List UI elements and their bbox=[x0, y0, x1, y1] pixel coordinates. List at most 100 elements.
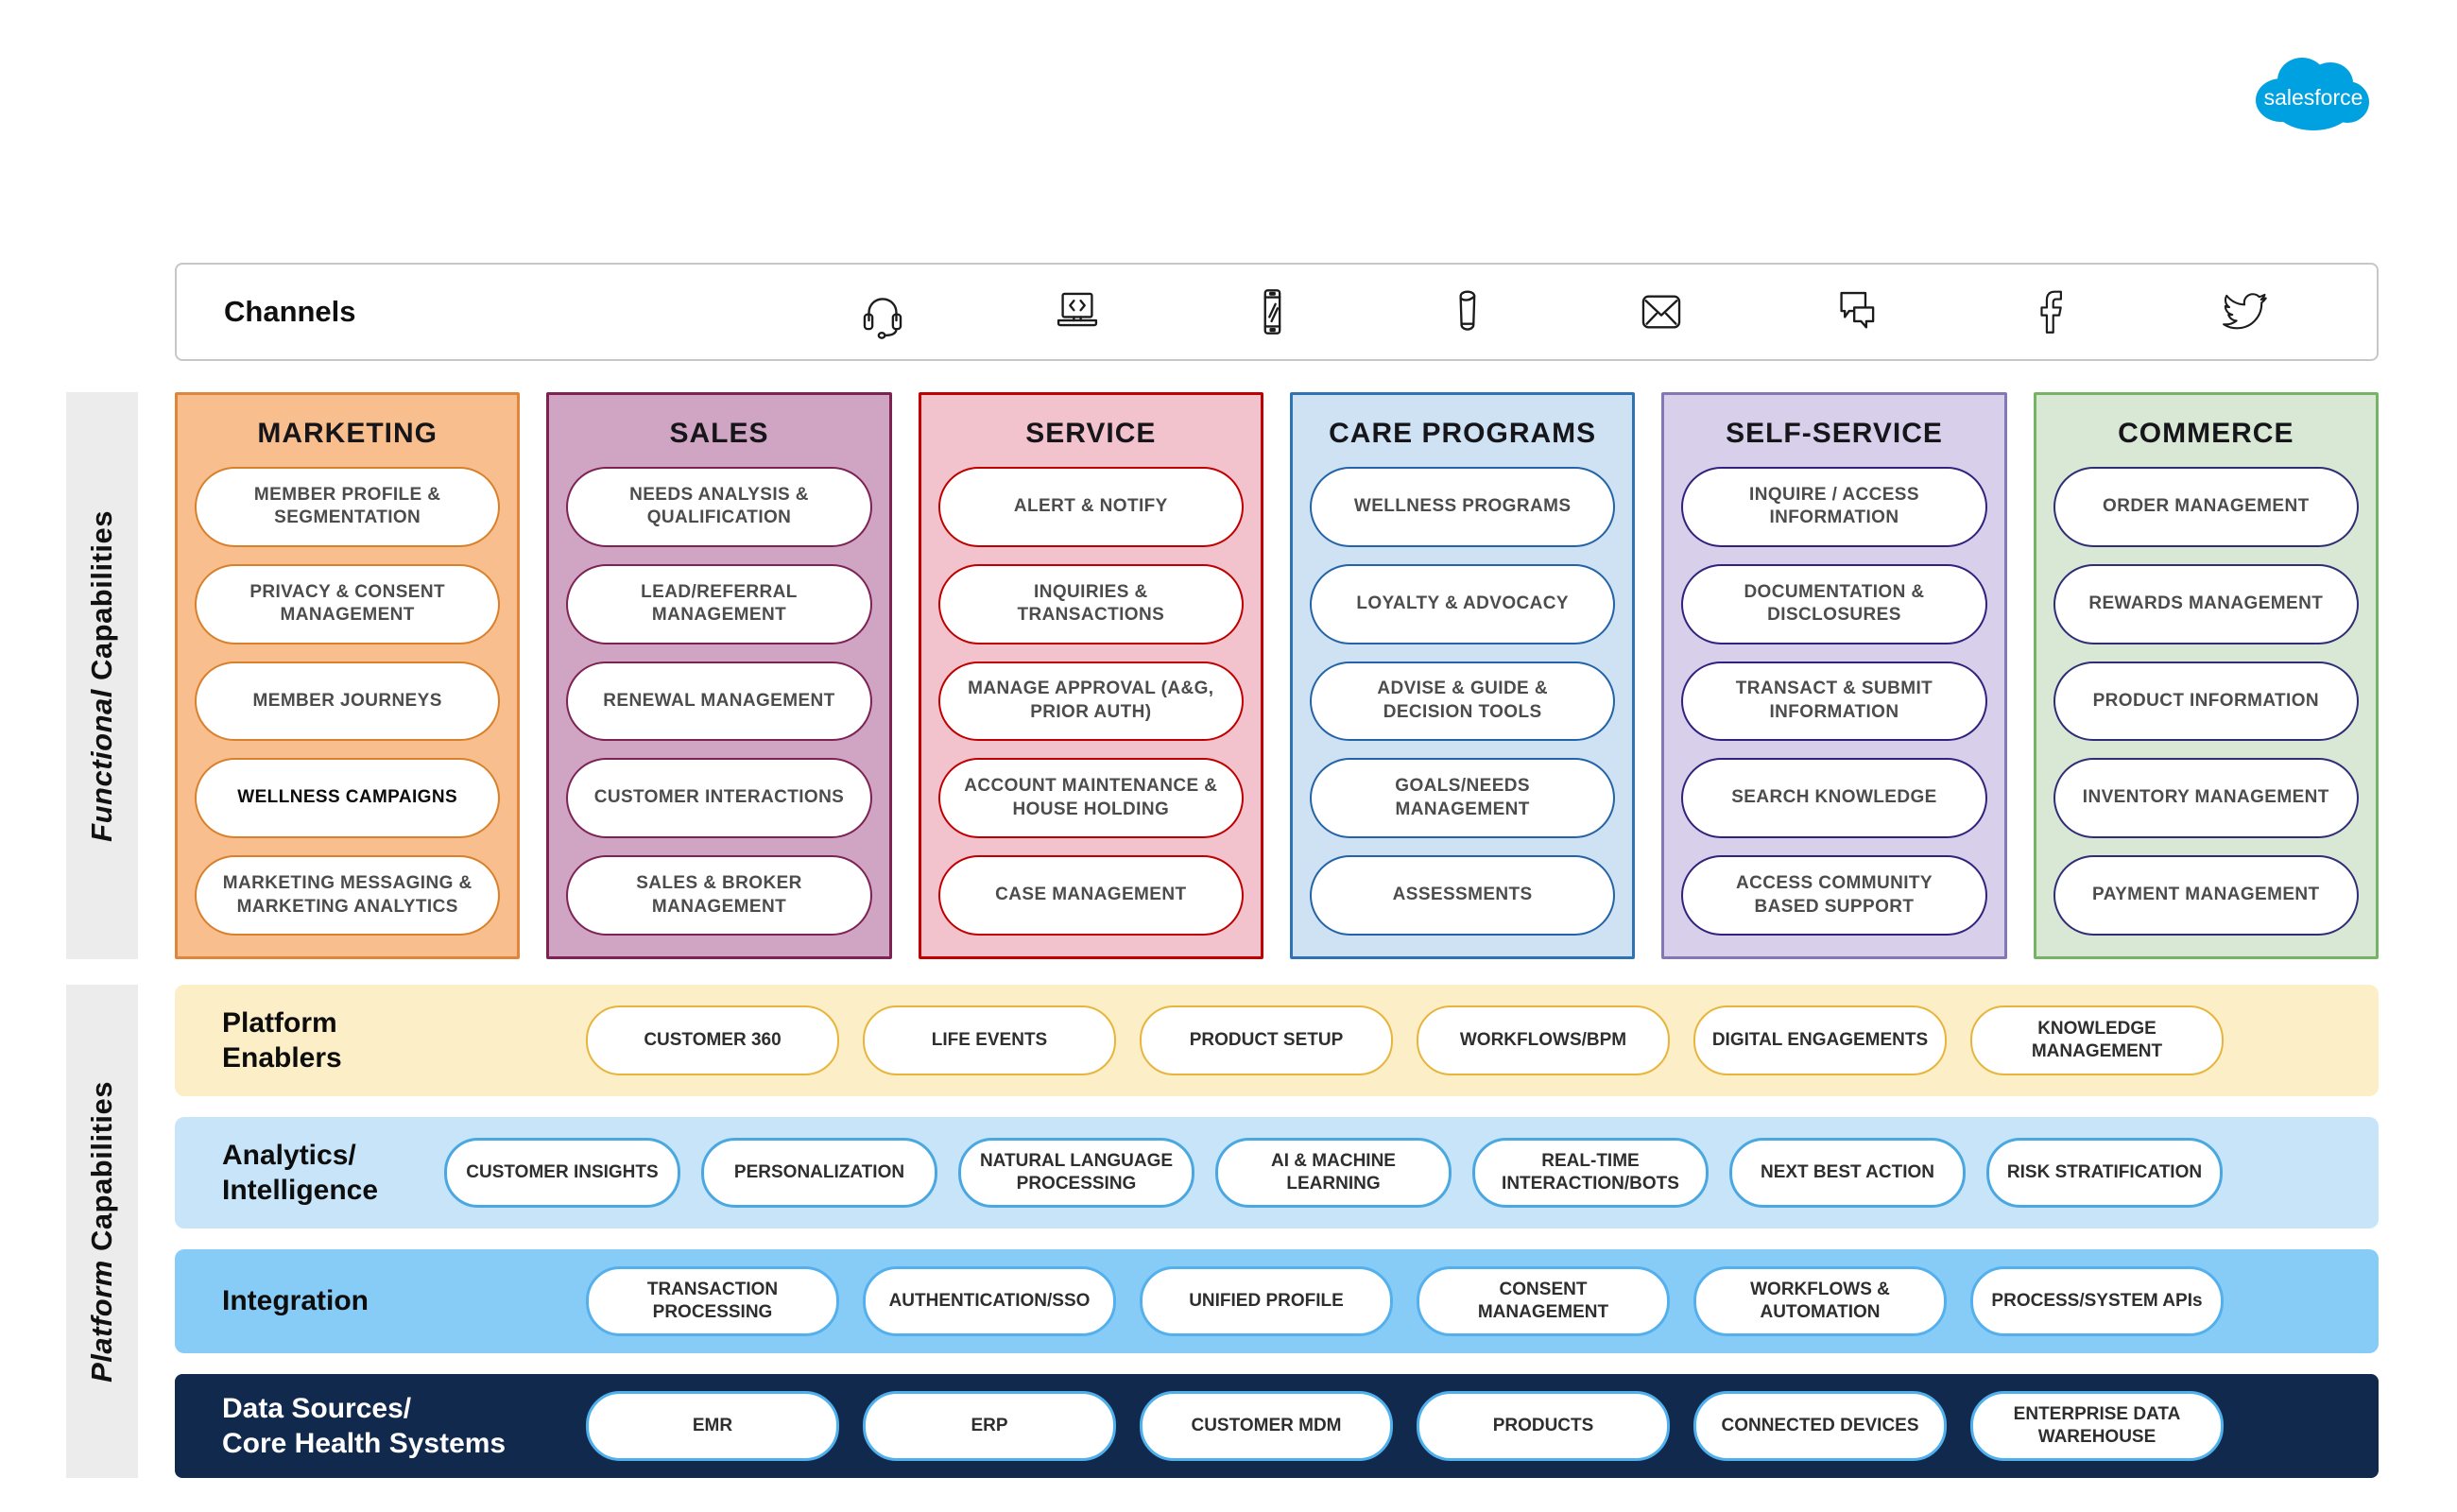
column-title: CARE PROGRAMS bbox=[1329, 418, 1597, 449]
capability-pill: ASSESSMENTS bbox=[1309, 855, 1616, 936]
platform-pill: CONNECTED DEVICES bbox=[1693, 1391, 1947, 1461]
row-pills: TRANSACTION PROCESSING AUTHENTICATION/SSO… bbox=[586, 1266, 2224, 1336]
column-title: MARKETING bbox=[257, 418, 438, 449]
row-title: Analytics/ Intelligence bbox=[222, 1139, 379, 1207]
column-title: SELF-SERVICE bbox=[1726, 418, 1943, 449]
platform-pill: TRANSACTION PROCESSING bbox=[586, 1266, 839, 1336]
platform-pill: NEXT BEST ACTION bbox=[1729, 1138, 1966, 1208]
row-pills: EMR ERP CUSTOMER MDM PRODUCTS CONNECTED DEVI… bbox=[586, 1391, 2224, 1461]
capability-pill: PAYMENT MANAGEMENT bbox=[2053, 855, 2359, 936]
channels-label: Channels bbox=[224, 295, 356, 328]
platform-pill: WORKFLOWS/BPM bbox=[1417, 1005, 1670, 1075]
platform-pill: PRODUCT SETUP bbox=[1140, 1005, 1393, 1075]
smart-speaker-icon bbox=[1439, 284, 1494, 339]
column-service: SERVICE ALERT & NOTIFY INQUIRIES & TRANSA… bbox=[918, 392, 1263, 959]
channels-icons bbox=[855, 284, 2273, 339]
capability-pill: PRIVACY & CONSENT MANAGEMENT bbox=[195, 563, 501, 644]
platform-pill: AUTHENTICATION/SSO bbox=[863, 1266, 1116, 1336]
capability-pill: INQUIRE / ACCESS INFORMATION bbox=[1681, 467, 1987, 547]
capability-pill: SEARCH KNOWLEDGE bbox=[1681, 758, 1987, 839]
capability-pill: SALES & BROKER MANAGEMENT bbox=[566, 855, 872, 936]
capability-pill: ORDER MANAGEMENT bbox=[2053, 467, 2359, 547]
row-title: Data Sources/ Core Health Systems bbox=[222, 1392, 507, 1460]
salesforce-wordmark: salesforce bbox=[2264, 85, 2363, 110]
column-pills: INQUIRE / ACCESS INFORMATION DOCUMENTATIO… bbox=[1681, 467, 1987, 936]
email-icon bbox=[1634, 284, 1689, 339]
platform-pill: ENTERPRISE DATA WAREHOUSE bbox=[1970, 1391, 2224, 1461]
capability-pill: REWARDS MANAGEMENT bbox=[2053, 563, 2359, 644]
capability-pill: DOCUMENTATION & DISCLOSURES bbox=[1681, 563, 1987, 644]
column-title: COMMERCE bbox=[2118, 418, 2294, 449]
platform-pill: ERP bbox=[863, 1391, 1116, 1461]
platform-pill: EMR bbox=[586, 1391, 839, 1461]
platform-pill: CONSENT MANAGEMENT bbox=[1417, 1266, 1670, 1336]
row-pills: CUSTOMER INSIGHTS PERSONALIZATION NATURAL … bbox=[444, 1138, 2223, 1208]
capability-pill: INQUIRIES & TRANSACTIONS bbox=[937, 563, 1244, 644]
platform-capabilities-rail: Platform Capabilities bbox=[66, 985, 138, 1478]
functional-columns: MARKETING MEMBER PROFILE & SEGMENTATION P… bbox=[175, 392, 2379, 959]
column-pills: MEMBER PROFILE & SEGMENTATION PRIVACY & C… bbox=[195, 467, 501, 936]
platform-pill: REAL-TIME INTERACTION/BOTS bbox=[1472, 1138, 1709, 1208]
capability-pill: TRANSACT & SUBMIT INFORMATION bbox=[1681, 661, 1987, 742]
platform-pill: AI & MACHINE LEARNING bbox=[1215, 1138, 1452, 1208]
chat-icon bbox=[1829, 284, 1883, 339]
capability-pill: ALERT & NOTIFY bbox=[937, 467, 1244, 547]
capability-pill: WELLNESS CAMPAIGNS bbox=[195, 758, 501, 839]
row-platform-enablers: Platform Enablers CUSTOMER 360 LIFE EVENT… bbox=[175, 985, 2379, 1096]
column-title: SERVICE bbox=[1025, 418, 1157, 449]
platform-pill: KNOWLEDGE MANAGEMENT bbox=[1970, 1005, 2224, 1075]
platform-pill: CUSTOMER MDM bbox=[1140, 1391, 1393, 1461]
salesforce-logo: salesforce bbox=[2247, 45, 2380, 145]
column-commerce: COMMERCE ORDER MANAGEMENT REWARDS MANAGEM… bbox=[2033, 392, 2379, 959]
platform-pill: PROCESS/SYSTEM APIs bbox=[1970, 1266, 2224, 1336]
salesforce-cloud-icon: salesforce bbox=[2256, 58, 2369, 130]
platform-pill: DIGITAL ENGAGEMENTS bbox=[1693, 1005, 1947, 1075]
row-title: Platform Enablers bbox=[222, 1006, 342, 1074]
capability-pill: NEEDS ANALYSIS & QUALIFICATION bbox=[566, 467, 872, 547]
capability-pill: GOALS/NEEDS MANAGEMENT bbox=[1309, 758, 1616, 839]
row-integration: Integration TRANSACTION PROCESSING AUTHEN… bbox=[175, 1249, 2379, 1353]
capability-pill: RENEWAL MANAGEMENT bbox=[566, 661, 872, 742]
capability-pill: PRODUCT INFORMATION bbox=[2053, 661, 2359, 742]
platform-pill: CUSTOMER INSIGHTS bbox=[444, 1138, 680, 1208]
capability-pill: ACCOUNT MAINTENANCE & HOUSE HOLDING bbox=[937, 758, 1244, 839]
capability-pill: CUSTOMER INTERACTIONS bbox=[566, 758, 872, 839]
mobile-icon bbox=[1245, 284, 1299, 339]
platform-pill: PRODUCTS bbox=[1417, 1391, 1670, 1461]
column-self-service: SELF-SERVICE INQUIRE / ACCESS INFORMATIO… bbox=[1661, 392, 2007, 959]
column-pills: ORDER MANAGEMENT REWARDS MANAGEMENT PRODUC… bbox=[2053, 467, 2359, 936]
row-title: Integration bbox=[222, 1285, 369, 1317]
row-pills: CUSTOMER 360 LIFE EVENTS PRODUCT SETUP WORK… bbox=[586, 1005, 2224, 1075]
capability-pill: MANAGE APPROVAL (A&G, PRIOR AUTH) bbox=[937, 661, 1244, 742]
capability-pill: ACCESS COMMUNITY BASED SUPPORT bbox=[1681, 855, 1987, 936]
capability-pill: MARKETING MESSAGING & MARKETING ANALYTIC… bbox=[195, 855, 501, 936]
capability-pill: MEMBER JOURNEYS bbox=[195, 661, 501, 742]
platform-capabilities-label: Platform Capabilities bbox=[85, 1080, 118, 1383]
capability-pill: LOYALTY & ADVOCACY bbox=[1309, 563, 1616, 644]
twitter-icon bbox=[2218, 284, 2273, 339]
capability-pill: INVENTORY MANAGEMENT bbox=[2053, 758, 2359, 839]
platform-pill: PERSONALIZATION bbox=[701, 1138, 937, 1208]
platform-pill: LIFE EVENTS bbox=[863, 1005, 1116, 1075]
platform-pill: NATURAL LANGUAGE PROCESSING bbox=[958, 1138, 1194, 1208]
capability-pill: MEMBER PROFILE & SEGMENTATION bbox=[195, 467, 501, 547]
column-care-programs: CARE PROGRAMS WELLNESS PROGRAMS LOYALTY &… bbox=[1289, 392, 1636, 959]
facebook-icon bbox=[2023, 284, 2078, 339]
column-sales: SALES NEEDS ANALYSIS & QUALIFICATION LEAD… bbox=[546, 392, 892, 959]
functional-capabilities-label: Functional Capabilities bbox=[85, 509, 118, 842]
column-marketing: MARKETING MEMBER PROFILE & SEGMENTATION P… bbox=[175, 392, 521, 959]
platform-pill: WORKFLOWS & AUTOMATION bbox=[1693, 1266, 1947, 1336]
capability-pill: LEAD/REFERRAL MANAGEMENT bbox=[566, 563, 872, 644]
column-title: SALES bbox=[669, 418, 769, 449]
functional-capabilities-rail: Functional Capabilities bbox=[66, 392, 138, 959]
row-analytics-intelligence: Analytics/ Intelligence CUSTOMER INSIGHT… bbox=[175, 1117, 2379, 1228]
platform-pill: CUSTOMER 360 bbox=[586, 1005, 839, 1075]
row-data-sources: Data Sources/ Core Health Systems EMR ERP… bbox=[175, 1374, 2379, 1478]
channels-bar: Channels bbox=[175, 263, 2379, 361]
capability-pill: WELLNESS PROGRAMS bbox=[1309, 467, 1616, 547]
capability-pill: CASE MANAGEMENT bbox=[937, 855, 1244, 936]
headset-icon bbox=[855, 284, 910, 339]
column-pills: ALERT & NOTIFY INQUIRIES & TRANSACTIONS MA… bbox=[937, 467, 1244, 936]
